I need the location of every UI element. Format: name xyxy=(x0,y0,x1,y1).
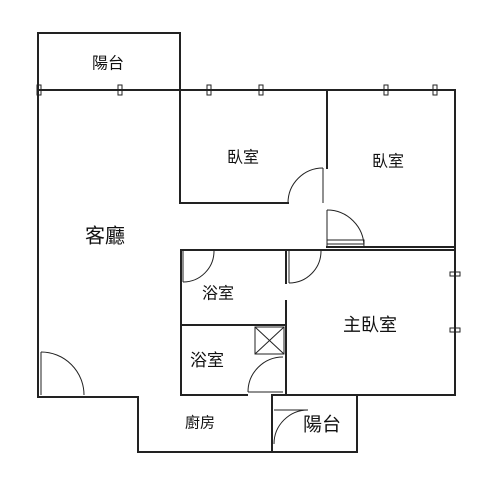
interior-walls xyxy=(179,89,456,453)
room-label-bathroom-1: 浴室 xyxy=(202,284,234,303)
room-label-balcony-top: 陽台 xyxy=(92,54,124,73)
room-label-master-bedroom: 主臥室 xyxy=(343,315,397,336)
window-marks xyxy=(36,84,461,333)
room-label-balcony-bottom: 陽台 xyxy=(303,414,341,436)
room-label-bathroom-2: 浴室 xyxy=(190,351,224,371)
utility-shaft xyxy=(254,326,285,355)
door-swings xyxy=(40,167,365,445)
room-label-bedroom-1: 臥室 xyxy=(227,148,259,167)
room-label-kitchen: 廚房 xyxy=(185,414,215,432)
room-label-bedroom-2: 臥室 xyxy=(372,152,404,171)
room-label-living-room: 客廳 xyxy=(85,224,125,248)
outer-walls xyxy=(37,32,456,453)
